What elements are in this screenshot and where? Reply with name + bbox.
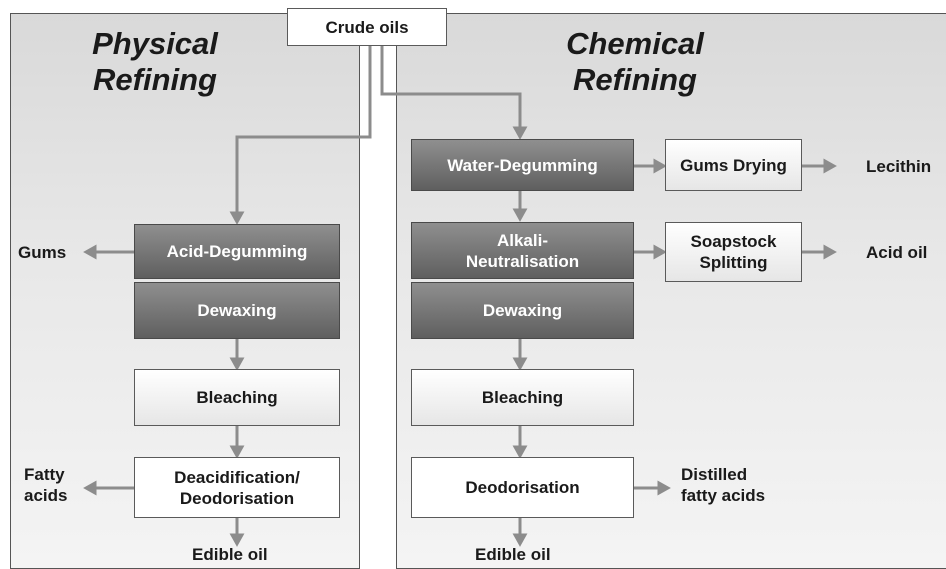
physical-step-deacidification-deodorisation: Deacidification/ Deodorisation [134,457,340,518]
chemical-refining-title-line1: Chemical [566,26,704,61]
chemical-step-deodorisation: Deodorisation [411,457,634,518]
output-fatty-acids: Fatty acids [24,465,68,505]
side-step-gums-drying: Gums Drying [665,139,802,191]
output-lecithin: Lecithin [866,157,932,176]
side-step-soapstock-splitting: Soapstock Splitting [665,222,802,282]
chemical-step-alkali-neutralisation: Alkali- Neutralisation [411,222,634,279]
arrow-crude-to-water-degumming [380,40,528,140]
output-acid-oil: Acid oil [866,243,928,262]
crude-oils-box: Crude oils [287,8,447,46]
output-gums: Gums [18,243,67,262]
output-edible-oil-chemical: Edible oil [475,545,551,564]
physical-step-acid-degumming: Acid-Degumming [134,224,340,279]
chemical-refining-title-line2: Refining [573,62,697,97]
output-distilled-fatty-acids: Distilled fatty acids [681,465,766,505]
chemical-step-water-degumming: Water-Degumming [411,139,634,191]
output-edible-oil-physical: Edible oil [192,545,268,564]
physical-step-bleaching: Bleaching [134,369,340,426]
arrow-crude-to-acid-degumming [229,40,372,225]
physical-step-dewaxing: Dewaxing [134,282,340,339]
physical-refining-title-line2: Refining [93,62,217,97]
physical-refining-title-line1: Physical [92,26,218,61]
chemical-step-dewaxing: Dewaxing [411,282,634,339]
chemical-step-bleaching: Bleaching [411,369,634,426]
